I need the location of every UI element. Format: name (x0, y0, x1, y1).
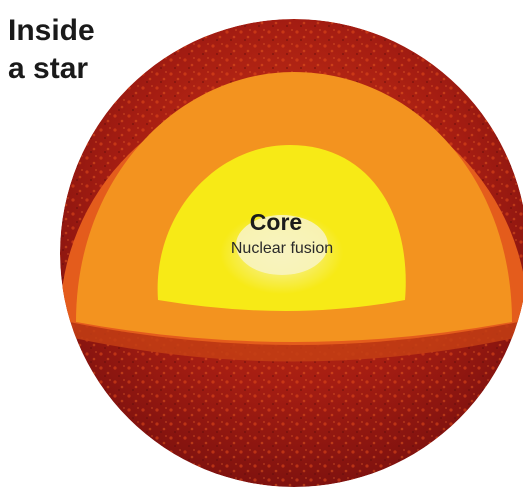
core-sublabel: Nuclear fusion (231, 240, 333, 257)
core-center (236, 215, 328, 275)
title-line-1: Inside (8, 14, 95, 47)
star-sphere (60, 19, 523, 487)
core-label: Core (250, 209, 302, 235)
title-line-2: a star (8, 52, 88, 85)
